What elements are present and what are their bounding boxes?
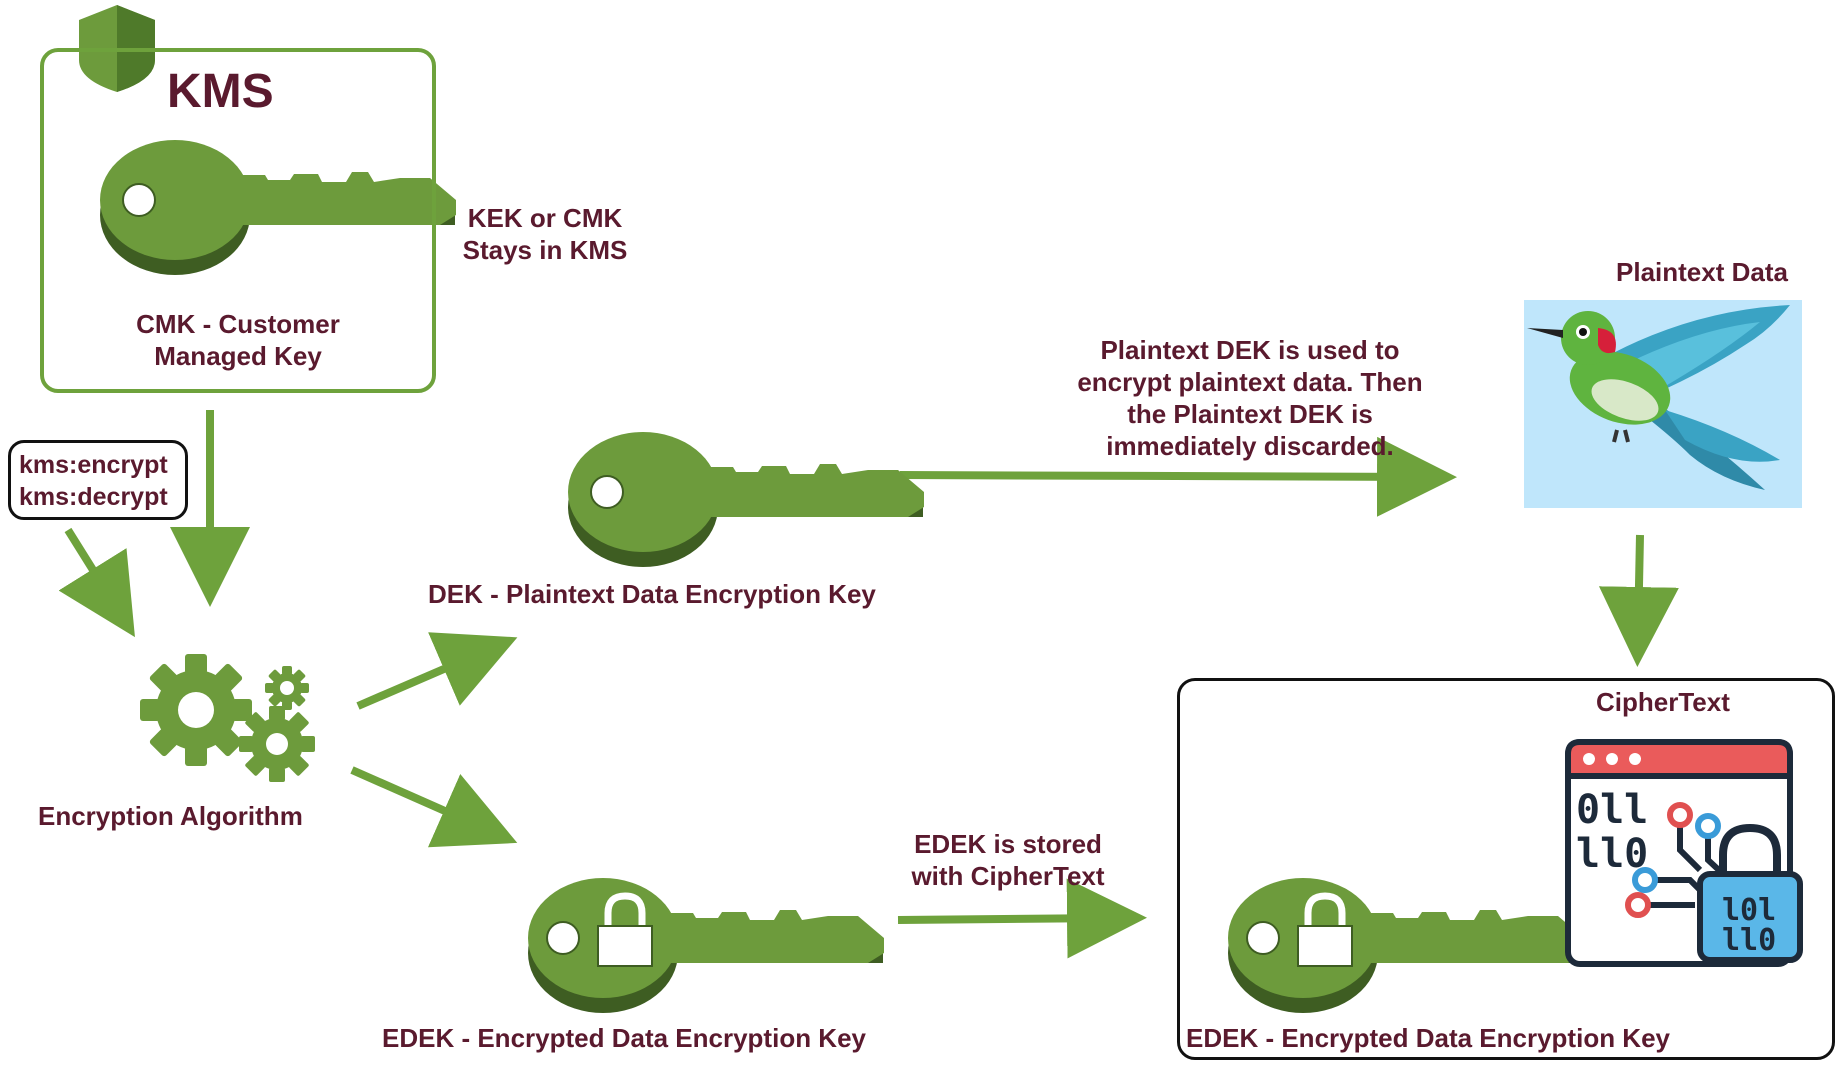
kek-note-line1: KEK or CMK	[467, 203, 623, 233]
arrow-algorithm-to-dek	[356, 632, 518, 710]
dek-note-line2: encrypt plaintext data. Then	[1077, 367, 1423, 397]
permissions-box: kms:encrypt kms:decrypt	[8, 440, 188, 520]
dek-note-line1: Plaintext DEK is used to	[1100, 335, 1400, 365]
ciphertext-container	[1177, 678, 1835, 1060]
edek-note-line1: EDEK is stored	[914, 829, 1102, 859]
code-lock-icon	[1565, 739, 1803, 967]
algorithm-label: Encryption Algorithm	[38, 801, 303, 831]
edek-note-line2: with CipherText	[911, 861, 1105, 891]
permission-decrypt: kms:decrypt	[19, 483, 168, 511]
hummingbird-icon	[1524, 300, 1802, 508]
kms-title: KMS	[167, 65, 274, 118]
arrow-permissions-to-algorithm	[58, 527, 135, 638]
key-icon	[568, 432, 924, 567]
kms-container	[40, 48, 436, 393]
code-binary-line2: ll0	[1576, 831, 1649, 877]
arrow-edek-to-ciphertext	[897, 878, 1147, 959]
dek-label: DEK - Plaintext Data Encryption Key	[428, 579, 876, 609]
code-lock-line2: ll0	[1722, 923, 1777, 958]
permission-encrypt: kms:encrypt	[19, 451, 168, 479]
kek-note: KEK or CMK Stays in KMS	[455, 202, 635, 266]
arrow-plaintext-to-ciphertext	[1598, 534, 1679, 667]
code-binary-lock: l0l ll0	[1722, 896, 1776, 956]
edek-note: EDEK is stored with CipherText	[898, 828, 1118, 892]
code-lock-line1: l0l	[1722, 893, 1777, 928]
cmk-label-line1: CMK - Customer	[136, 309, 340, 339]
arrow-algorithm-to-edek	[350, 766, 518, 848]
cmk-label: CMK - Customer Managed Key	[118, 308, 358, 372]
code-binary-top: 0ll ll0	[1576, 788, 1648, 876]
key-icon	[100, 140, 456, 275]
ciphertext-label: CipherText	[1596, 687, 1730, 717]
cmk-label-line2: Managed Key	[154, 341, 322, 371]
edek-label: EDEK - Encrypted Data Encryption Key	[382, 1023, 866, 1053]
kek-note-line2: Stays in KMS	[462, 235, 628, 265]
locked-key-icon	[1228, 878, 1584, 1013]
dek-note-line3: the Plaintext DEK is	[1127, 399, 1373, 429]
dek-note: Plaintext DEK is used to encrypt plainte…	[1050, 334, 1450, 462]
dek-note-line4: immediately discarded.	[1106, 431, 1394, 461]
ciphertext-edek-label: EDEK - Encrypted Data Encryption Key	[1186, 1023, 1670, 1053]
arrow-dek-to-plaintext	[899, 436, 1457, 517]
locked-key-icon	[528, 878, 884, 1013]
code-binary-line1: 0ll	[1576, 787, 1649, 833]
plaintext-label: Plaintext Data	[1616, 257, 1788, 287]
gears-icon	[140, 654, 315, 782]
